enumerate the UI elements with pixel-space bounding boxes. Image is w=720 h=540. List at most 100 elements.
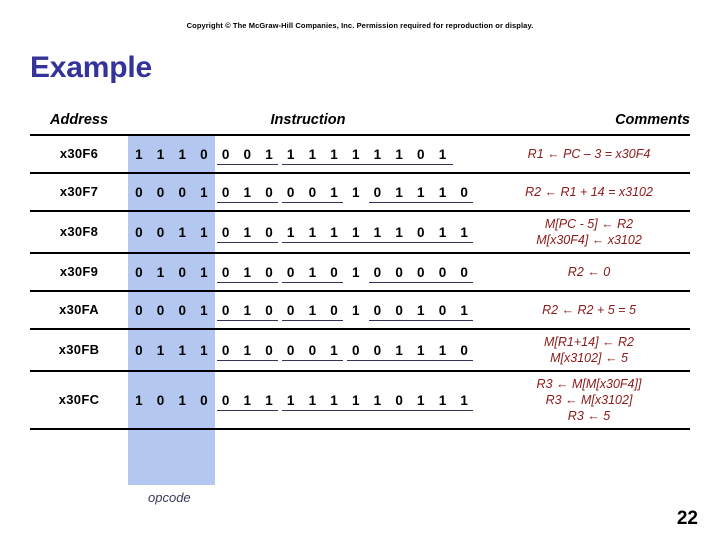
instruction-bit: 0: [323, 263, 345, 283]
instruction-bit: 0: [178, 264, 186, 280]
instruction-bit: 0: [236, 145, 258, 165]
instruction-bit: 0: [215, 263, 237, 283]
row-rule: [30, 428, 690, 430]
instruction-bit: 1: [301, 145, 324, 165]
cell-address: x30FC: [58, 392, 100, 407]
instruction-bit: 1: [323, 341, 345, 361]
instruction-bit: 0: [135, 264, 143, 280]
instruction-bit: 1: [301, 223, 324, 243]
instruction-bit: 1: [431, 391, 454, 411]
instruction-bit: 1: [344, 391, 367, 411]
header-rule: [30, 134, 690, 136]
instruction-bit: 0: [178, 302, 186, 318]
instruction-bit: 1: [135, 392, 143, 408]
instruction-bit: 0: [301, 341, 324, 361]
instruction-bit: 1: [178, 392, 186, 408]
cell-address: x30F6: [59, 146, 99, 161]
column-header-instruction: Instruction: [270, 112, 346, 128]
instruction-bit: 1: [236, 223, 258, 243]
cell-address: x30F7: [59, 184, 99, 199]
instruction-bit: 1: [258, 391, 280, 411]
instruction-bit: 0: [135, 342, 143, 358]
comment-line: R3 ← M[M[x30F4]]: [536, 377, 642, 391]
comment-line: M[x3102] ← 5: [550, 351, 628, 365]
instruction-bit: 0: [453, 341, 475, 361]
instruction-bit: 1: [200, 224, 208, 240]
instruction-bit: 1: [156, 342, 165, 358]
page-title: Example: [30, 51, 152, 84]
cell-comment: R2 ← 0: [488, 264, 690, 280]
comment-line: R2 ← 0: [567, 265, 611, 279]
instruction-bit: 0: [258, 263, 280, 283]
instruction-bit: 0: [388, 301, 410, 321]
instruction-bit: 0: [367, 263, 389, 283]
column-header-address: Address: [49, 112, 109, 128]
row-rule: [30, 328, 690, 330]
instruction-bit: 1: [366, 391, 389, 411]
instruction-bit: 1: [431, 183, 454, 203]
instruction-bit: 0: [258, 301, 280, 321]
instruction-bit: 1: [453, 223, 475, 243]
instruction-bit: 1: [344, 223, 367, 243]
instruction-bit: 0: [258, 183, 280, 203]
cell-address: x30FB: [58, 342, 100, 357]
instruction-bit: 0: [409, 263, 432, 283]
instruction-bit: 1: [200, 184, 208, 200]
instruction-bit: 1: [323, 223, 345, 243]
instruction-bit: 0: [215, 145, 237, 165]
instruction-bit: 0: [431, 263, 454, 283]
cell-comment: R1 ← PC – 3 = x30F4: [488, 146, 690, 162]
instruction-bit: 0: [215, 223, 237, 243]
cell-comment: R3 ← M[M[x30F4]] R3 ← M[x3102] R3 ← 5: [488, 376, 690, 424]
instruction-bit: 1: [280, 391, 302, 411]
instruction-bit: 1: [258, 145, 280, 165]
instruction-bit: 1: [301, 263, 324, 283]
instruction-bit: 0: [178, 184, 186, 200]
instruction-bit: 1: [301, 301, 324, 321]
instruction-bit: 1: [178, 224, 186, 240]
instruction-bit: 1: [388, 341, 410, 361]
instruction-bit: 0: [301, 183, 324, 203]
instruction-bit: 0: [156, 224, 165, 240]
instruction-bit: 0: [215, 183, 237, 203]
instruction-bit: 0: [431, 301, 454, 321]
instruction-bit: 0: [453, 183, 475, 203]
instruction-bit: 1: [409, 183, 432, 203]
instruction-bit: 0: [200, 392, 208, 408]
instruction-bit: 0: [215, 301, 237, 321]
instruction-bit: 1: [388, 145, 410, 165]
instruction-bit: 0: [323, 301, 345, 321]
instruction-bit: 1: [178, 342, 186, 358]
comment-line: R2 ← R2 + 5 = 5: [542, 303, 636, 317]
instruction-bit: 0: [156, 184, 165, 200]
instruction-bit: 1: [236, 183, 258, 203]
instruction-bit: 1: [236, 341, 258, 361]
comment-line: R3 ← M[x3102]: [545, 393, 633, 407]
instruction-bit: 1: [351, 184, 360, 200]
instruction-bit: 1: [351, 264, 360, 280]
instruction-bit: 1: [323, 145, 345, 165]
instruction-bit: 0: [135, 224, 143, 240]
instruction-bit: 0: [409, 145, 432, 165]
instruction-bit: 0: [409, 223, 432, 243]
comment-line: M[PC - 5] ← R2: [544, 217, 634, 231]
instruction-bit: 1: [236, 301, 258, 321]
instruction-bit: 1: [280, 223, 302, 243]
instruction-bit: 1: [344, 145, 367, 165]
instruction-bit: 1: [431, 145, 454, 165]
instruction-bit: 0: [258, 223, 280, 243]
instruction-bit: 1: [323, 183, 345, 203]
comment-line: R1 ← PC – 3 = x30F4: [527, 147, 651, 161]
comment-line: R3 ← 5: [567, 409, 611, 423]
